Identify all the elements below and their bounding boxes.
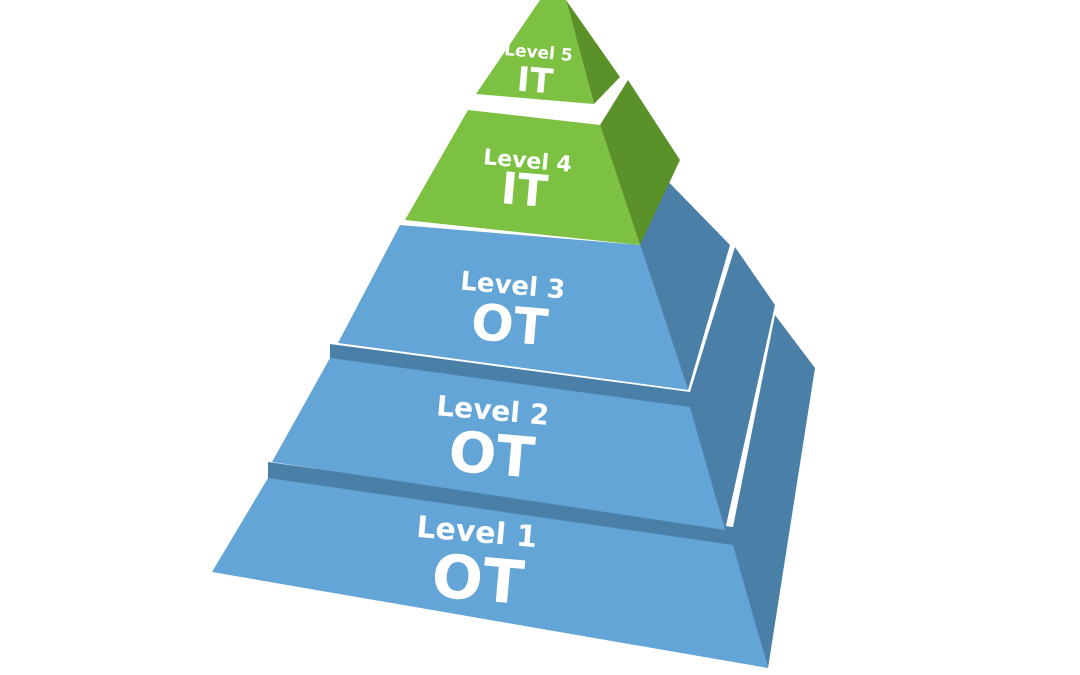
level-4-front-face <box>405 110 640 245</box>
pyramid-level-3: Level 3 OT <box>338 168 730 390</box>
pyramid-level-4: Level 4 IT <box>405 80 680 245</box>
level-1-front-face <box>212 478 768 668</box>
level-2-top-edge <box>330 344 690 410</box>
level-5-tier: IT <box>515 60 555 103</box>
level-4-side-face <box>600 80 680 245</box>
level-3-side-face <box>640 168 730 390</box>
level-1-side-face <box>733 315 815 668</box>
pyramid-level-2: Level 2 OT <box>272 247 775 530</box>
level-3-front-face <box>338 225 688 390</box>
level-2-tier: OT <box>446 419 537 491</box>
level-2-side-face <box>690 247 775 530</box>
level-3-tier: OT <box>469 293 550 357</box>
pyramid-level-5: Level 5 IT <box>476 0 620 104</box>
level-2-front-face <box>272 358 725 530</box>
level-5-side-face <box>566 0 620 104</box>
level-4-tier: IT <box>499 163 550 218</box>
level-1-top-edge <box>268 462 733 548</box>
level-5-front-face <box>476 0 594 104</box>
pyramid-level-1: Level 1 OT <box>212 315 815 668</box>
level-1-tier: OT <box>429 541 527 619</box>
